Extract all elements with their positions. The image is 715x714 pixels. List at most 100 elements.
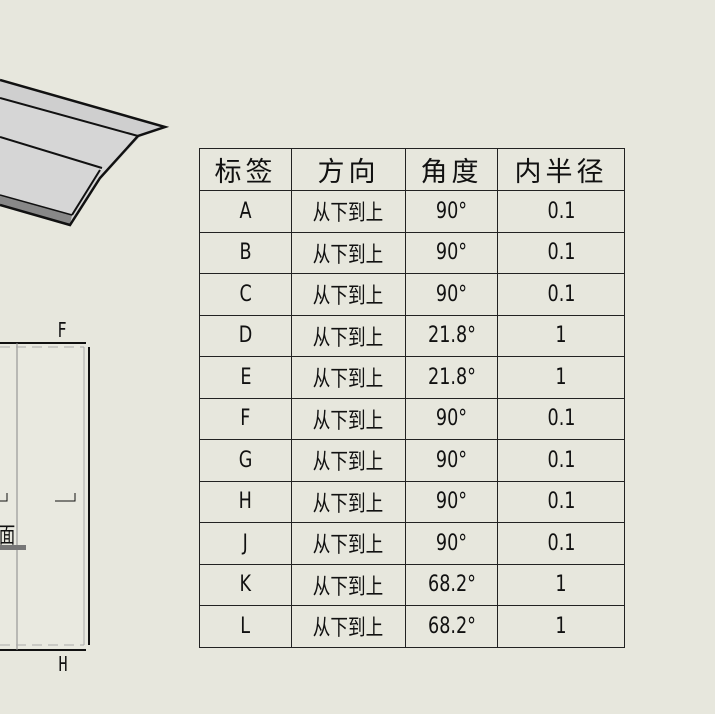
cell-angle: 90° bbox=[405, 273, 498, 316]
cell-direction: 从下到上 bbox=[291, 563, 406, 606]
cell-angle-text: 68.2° bbox=[427, 572, 476, 598]
cell-inner-radius-text: 0.1 bbox=[547, 489, 575, 515]
cell-direction: 从下到上 bbox=[291, 480, 406, 523]
cell-angle-text: 21.8° bbox=[427, 364, 476, 390]
cell-label-text: G bbox=[238, 447, 253, 473]
flat-pattern-view bbox=[0, 342, 90, 651]
table-row: C 从下到上 90° 0.1 bbox=[199, 273, 625, 316]
cell-label-text: D bbox=[238, 323, 253, 349]
cell-angle-text: 90° bbox=[435, 447, 468, 473]
cell-direction-text: 从下到上 bbox=[313, 367, 384, 393]
cell-label-text: L bbox=[240, 613, 251, 639]
cell-angle: 90° bbox=[405, 397, 498, 440]
cell-direction-text: 从下到上 bbox=[313, 616, 384, 642]
cell-inner-radius-text: 0.1 bbox=[547, 406, 575, 432]
cell-direction: 从下到上 bbox=[291, 439, 406, 482]
header-direction: 方向 bbox=[291, 148, 406, 191]
cell-label: K bbox=[199, 563, 292, 606]
cell-angle: 21.8° bbox=[405, 356, 498, 399]
cell-inner-radius-text: 0.1 bbox=[547, 530, 575, 556]
cell-direction-text: 从下到上 bbox=[313, 201, 384, 227]
cell-direction: 从下到上 bbox=[291, 605, 406, 648]
cell-label-text: K bbox=[239, 572, 252, 598]
cell-direction-text: 从下到上 bbox=[313, 325, 384, 351]
cell-direction: 从下到上 bbox=[291, 190, 406, 233]
cell-label: B bbox=[199, 231, 292, 274]
cell-direction-text: 从下到上 bbox=[313, 242, 384, 268]
cell-angle-text: 90° bbox=[435, 530, 468, 556]
cell-angle-text: 68.2° bbox=[427, 613, 476, 639]
cell-inner-radius: 0.1 bbox=[497, 397, 625, 440]
cell-direction: 从下到上 bbox=[291, 273, 406, 316]
cell-label: H bbox=[199, 480, 292, 523]
cell-label-text: B bbox=[239, 240, 252, 266]
cell-angle-text: 90° bbox=[435, 198, 468, 224]
cell-label: G bbox=[199, 439, 292, 482]
header-angle: 角度 bbox=[405, 148, 498, 191]
cell-label: C bbox=[199, 273, 292, 316]
header-inner-radius: 内半径 bbox=[497, 148, 625, 191]
cell-angle-text: 90° bbox=[435, 406, 468, 432]
cell-inner-radius-text: 0.1 bbox=[547, 240, 575, 266]
cell-inner-radius-text: 1 bbox=[555, 323, 567, 349]
table-row: A 从下到上 90° 0.1 bbox=[199, 190, 625, 233]
flat-label-bottom: H bbox=[58, 652, 68, 676]
cell-label-text: F bbox=[240, 406, 251, 432]
cell-inner-radius: 0.1 bbox=[497, 480, 625, 523]
cell-inner-radius-text: 1 bbox=[555, 364, 567, 390]
cell-direction: 从下到上 bbox=[291, 356, 406, 399]
table-row: K 从下到上 68.2° 1 bbox=[199, 563, 625, 606]
table-row: B 从下到上 90° 0.1 bbox=[199, 231, 625, 274]
cell-inner-radius: 1 bbox=[497, 314, 625, 357]
cell-inner-radius: 0.1 bbox=[497, 190, 625, 233]
cell-inner-radius-text: 1 bbox=[555, 572, 567, 598]
table-row: J 从下到上 90° 0.1 bbox=[199, 522, 625, 565]
cell-angle: 90° bbox=[405, 522, 498, 565]
cell-direction-text: 从下到上 bbox=[313, 408, 384, 434]
cell-label: L bbox=[199, 605, 292, 648]
cell-direction-text: 从下到上 bbox=[313, 533, 384, 559]
cell-direction-text: 从下到上 bbox=[313, 574, 384, 600]
cell-angle-text: 90° bbox=[435, 240, 468, 266]
cell-inner-radius: 0.1 bbox=[497, 439, 625, 482]
table-row: E 从下到上 21.8° 1 bbox=[199, 356, 625, 399]
header-label: 标签 bbox=[199, 148, 292, 191]
flat-label-top: F bbox=[57, 318, 67, 342]
cell-direction-text: 从下到上 bbox=[313, 450, 384, 476]
table-row: F 从下到上 90° 0.1 bbox=[199, 397, 625, 440]
cell-inner-radius-text: 0.1 bbox=[547, 281, 575, 307]
cell-angle: 21.8° bbox=[405, 314, 498, 357]
cell-direction: 从下到上 bbox=[291, 314, 406, 357]
cell-direction-text: 从下到上 bbox=[313, 284, 384, 310]
cell-label-text: J bbox=[242, 530, 249, 556]
view-label-partial: 面 bbox=[0, 524, 16, 549]
cell-angle-text: 90° bbox=[435, 281, 468, 307]
cell-angle-text: 90° bbox=[435, 489, 468, 515]
cell-label: J bbox=[199, 522, 292, 565]
isometric-part-view bbox=[0, 78, 170, 227]
cell-inner-radius: 1 bbox=[497, 563, 625, 606]
cell-angle: 90° bbox=[405, 480, 498, 523]
cell-direction: 从下到上 bbox=[291, 397, 406, 440]
table-row: D 从下到上 21.8° 1 bbox=[199, 314, 625, 357]
cell-inner-radius-text: 1 bbox=[555, 613, 567, 639]
table-row: H 从下到上 90° 0.1 bbox=[199, 480, 625, 523]
cell-inner-radius: 0.1 bbox=[497, 231, 625, 274]
cell-label: D bbox=[199, 314, 292, 357]
cell-label-text: H bbox=[238, 489, 253, 515]
cell-label: F bbox=[199, 397, 292, 440]
cell-inner-radius: 1 bbox=[497, 356, 625, 399]
cell-angle-text: 21.8° bbox=[427, 323, 476, 349]
cell-direction: 从下到上 bbox=[291, 522, 406, 565]
cell-inner-radius: 0.1 bbox=[497, 273, 625, 316]
sheet-metal-drawing bbox=[0, 78, 170, 651]
cell-angle: 90° bbox=[405, 231, 498, 274]
table-row: G 从下到上 90° 0.1 bbox=[199, 439, 625, 482]
cell-angle: 68.2° bbox=[405, 563, 498, 606]
table-header: 标签 方向 角度 内半径 bbox=[199, 148, 625, 191]
cell-label: E bbox=[199, 356, 292, 399]
cell-inner-radius: 0.1 bbox=[497, 522, 625, 565]
table-row: L 从下到上 68.2° 1 bbox=[199, 605, 625, 648]
cell-label-text: A bbox=[239, 198, 252, 224]
cell-angle: 90° bbox=[405, 190, 498, 233]
